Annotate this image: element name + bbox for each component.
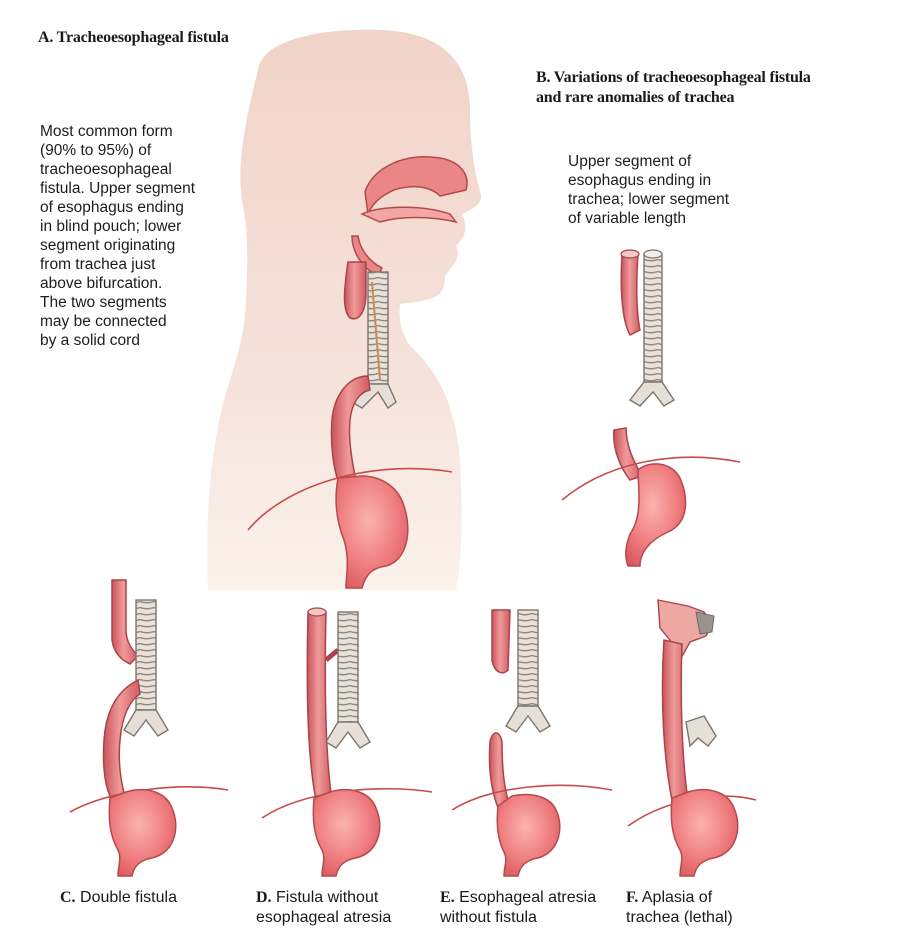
panel-b-title-line: and rare anomalies of trachea [536, 89, 735, 106]
nasopharynx [351, 156, 468, 278]
variation-d-diagram [261, 607, 433, 877]
panel-a-desc-line: tracheoesophageal [40, 161, 172, 178]
panel-a-desc-line: from trachea just [40, 256, 156, 273]
caption-d-line: Fistula without [276, 889, 379, 906]
caption-c: C. Double fistula [60, 888, 177, 908]
panel-a-desc-line: by a solid cord [40, 332, 140, 349]
caption-e-letter: E. [440, 889, 455, 906]
panel-b-title: B. Variations of tracheoesophageal fistu… [536, 68, 811, 108]
variation-c-diagram [69, 579, 229, 877]
variation-b-diagram [561, 249, 741, 567]
caption-d-letter: D. [256, 889, 272, 906]
variation-e-diagram [451, 609, 613, 877]
panel-b-description: Upper segment of esophagus ending in tra… [568, 152, 729, 228]
caption-c-line: Double fistula [80, 889, 177, 906]
panel-a-desc-line: may be connected [40, 313, 167, 330]
panel-b-desc-line: esophagus ending in [568, 172, 712, 189]
stomach [335, 475, 409, 589]
panel-a-desc-line: above bifurcation. [40, 275, 163, 292]
panel-a-title: A. Tracheoesophageal fistula [38, 29, 229, 46]
panel-b-desc-line: Upper segment of [568, 153, 692, 170]
upper-esophageal-pouch [343, 261, 367, 320]
panel-a-desc-line: of esophagus ending [40, 199, 184, 216]
panel-a-desc-line: Most common form [40, 123, 173, 140]
caption-f-line: Aplasia of [641, 889, 713, 906]
panel-a-description: Most common form (90% to 95%) of tracheo… [40, 122, 195, 350]
panel-a-desc-line: (90% to 95%) of [40, 142, 152, 159]
caption-d-line: esophageal atresia [256, 909, 392, 926]
panel-a-desc-line: in blind pouch; lower [40, 218, 182, 235]
caption-f-line: trachea (lethal) [626, 909, 733, 926]
caption-d: D. Fistula without esophageal atresia [256, 888, 391, 928]
caption-c-letter: C. [60, 889, 76, 906]
panel-b-desc-line: trachea; lower segment [568, 191, 730, 208]
caption-f: F. Aplasia of trachea (lethal) [626, 888, 733, 928]
caption-e-line: without fistula [440, 909, 537, 926]
caption-e-line: Esophageal atresia [459, 889, 597, 906]
panel-b-title-line: B. Variations of tracheoesophageal fistu… [536, 69, 811, 86]
panel-b-desc-line: of variable length [568, 210, 687, 227]
caption-e: E. Esophageal atresia without fistula [440, 888, 596, 928]
caption-f-letter: F. [626, 889, 639, 906]
panel-a-desc-line: segment originating [40, 237, 176, 254]
panel-a-desc-line: fistula. Upper segment [40, 180, 196, 197]
variation-f-diagram [627, 599, 757, 877]
panel-a-desc-line: The two segments [40, 294, 167, 311]
